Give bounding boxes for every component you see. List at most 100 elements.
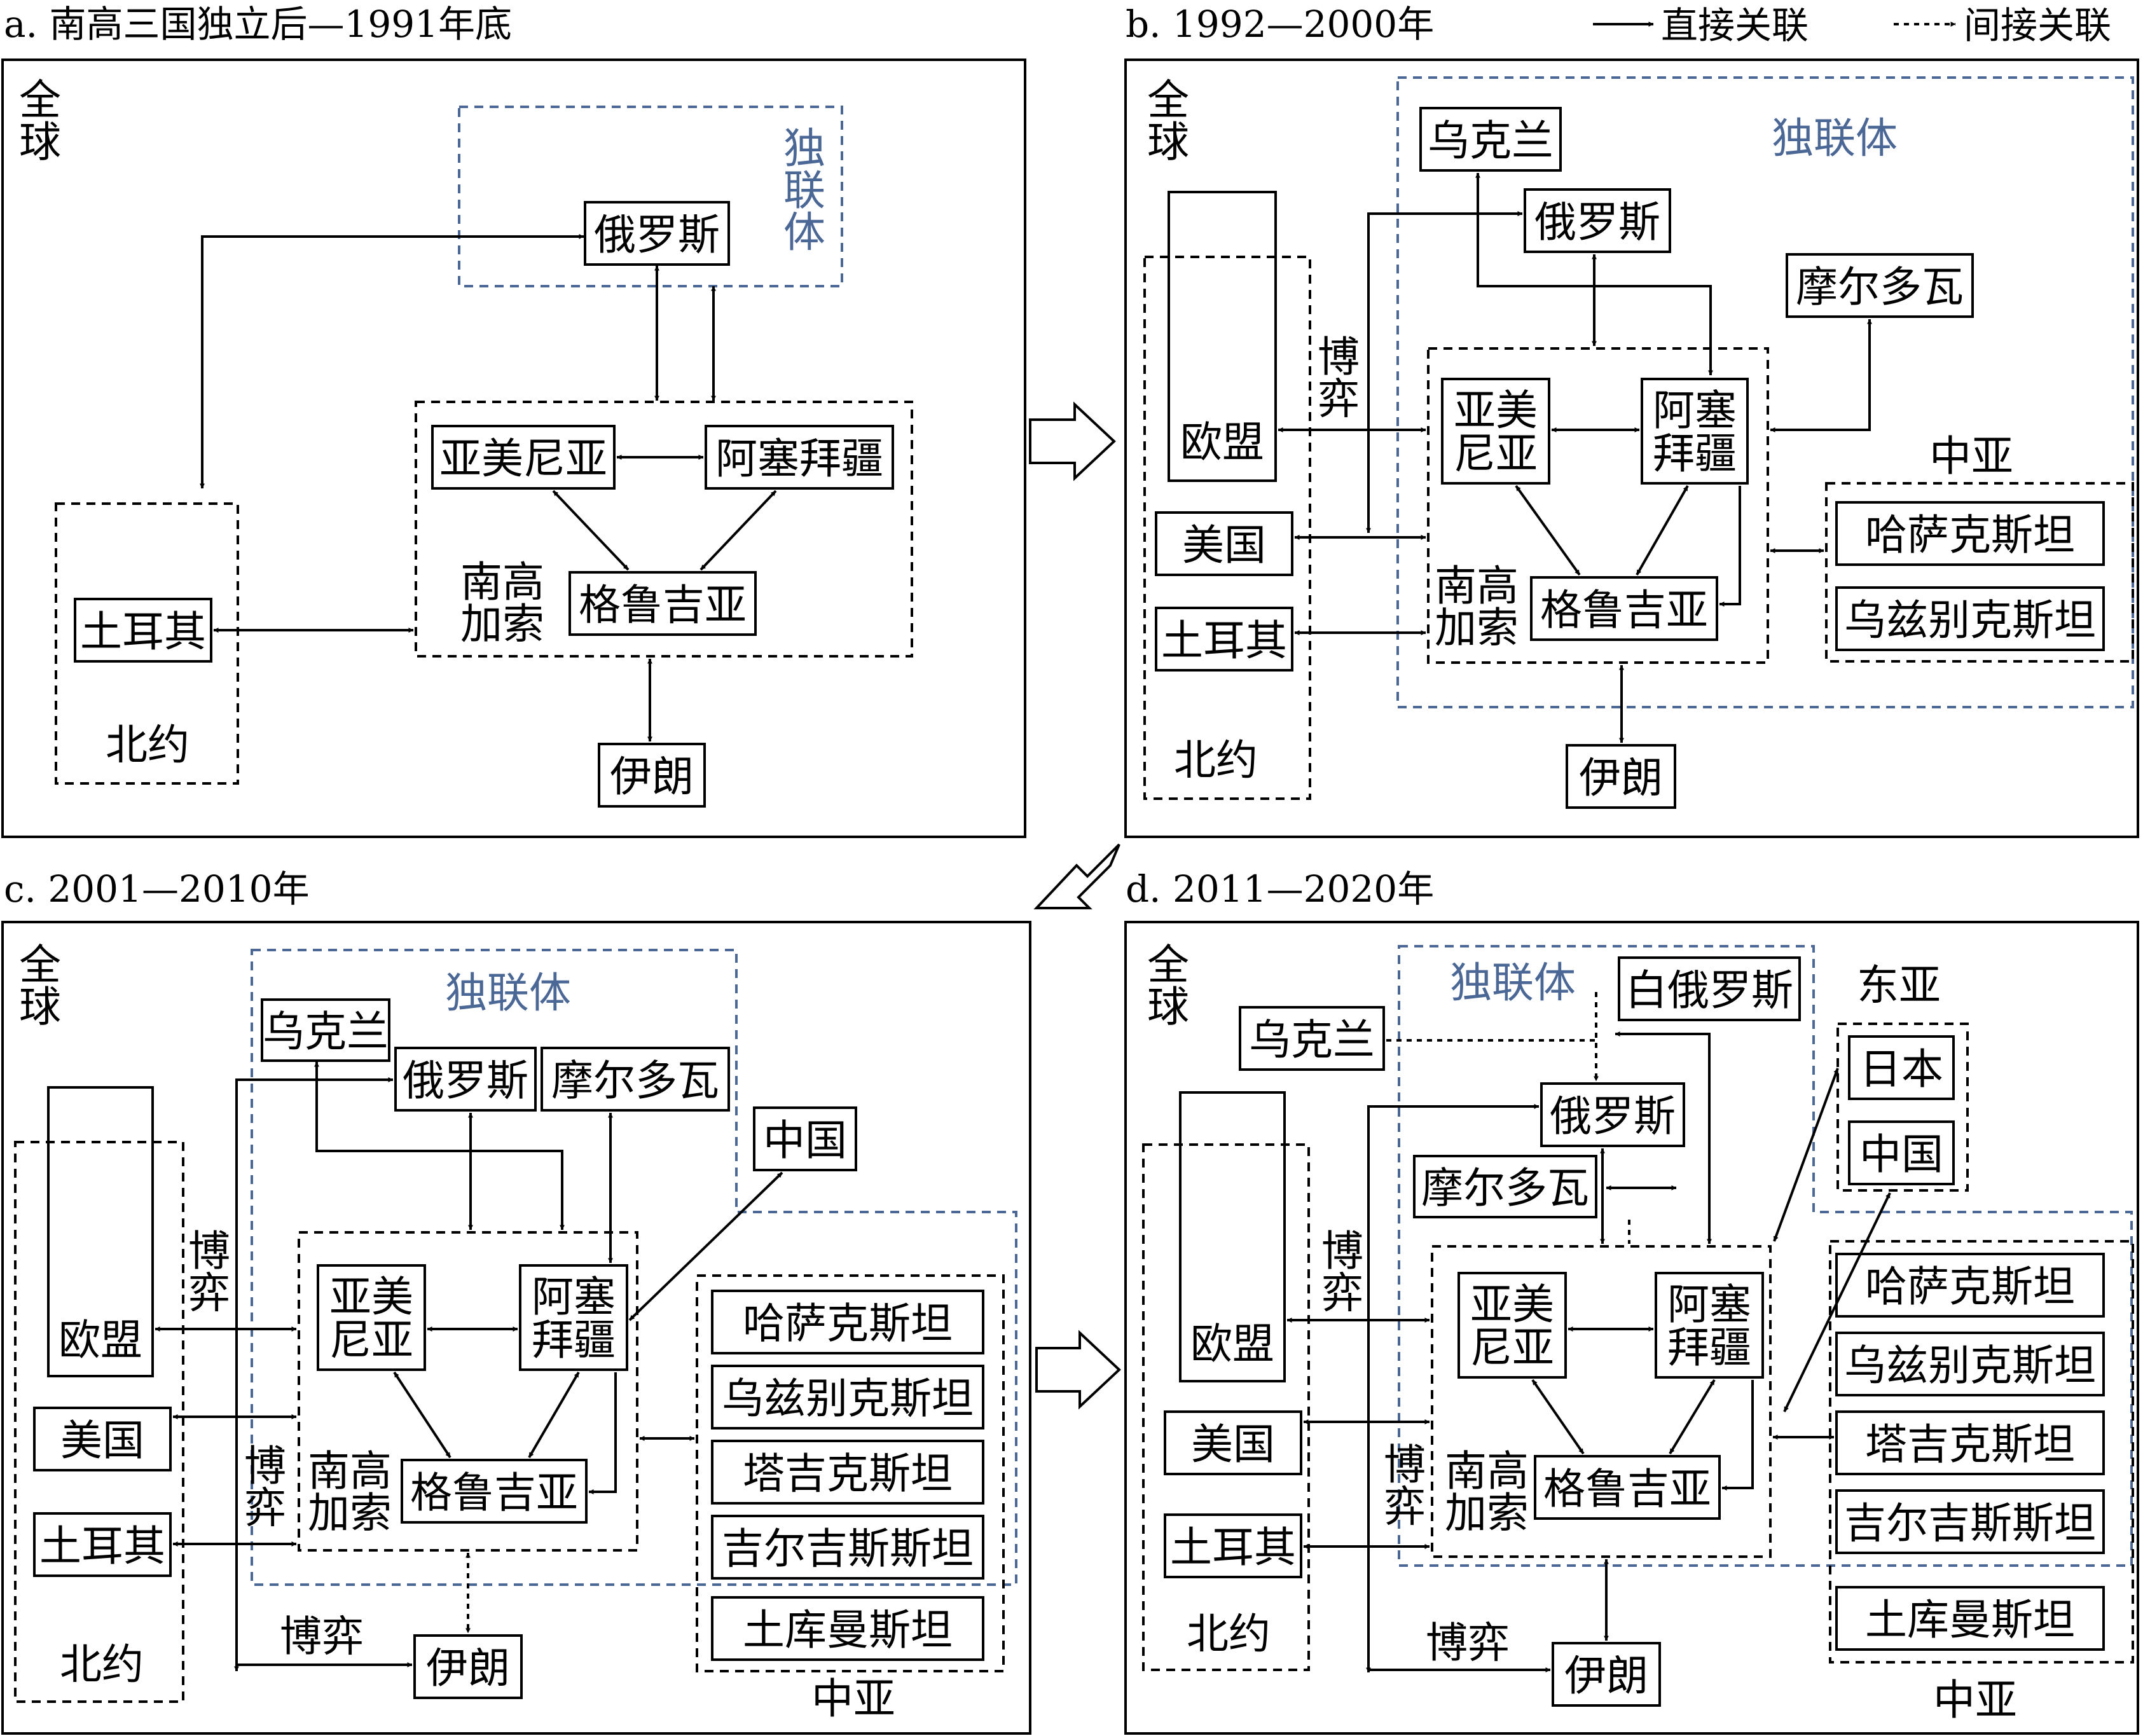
panel-b-moldova-box <box>1786 253 1974 318</box>
panel-c-global-2: 球 <box>19 982 61 1031</box>
panel-a-cis-label-1: 独 <box>783 124 825 173</box>
panel-a-relations <box>200 234 777 742</box>
panel-c-game1-2: 弈 <box>188 1269 230 1318</box>
panel-d-ea-label: 东亚 <box>1857 961 1941 1010</box>
panel-b-armenia-1: 亚美 <box>1454 386 1538 435</box>
panel-d-south-caucasus-group <box>1431 1245 1772 1558</box>
panel-d-game3: 博弈 <box>1426 1618 1510 1667</box>
panel-d-us-box <box>1164 1410 1302 1475</box>
panel-b-georgia: 格鲁吉亚 <box>1540 586 1708 635</box>
panel-d-link-aze-geo-side <box>1721 1380 1754 1491</box>
panel-a-sc-label-1: 南高 <box>460 558 544 607</box>
panel-a-georgia: 格鲁吉亚 <box>579 581 747 630</box>
panel-d-us: 美国 <box>1191 1420 1275 1469</box>
panel-a: a. 南高三国独立后—1991年底 全 球 独 联 体 北约 南高 加索 俄罗斯… <box>1 3 1026 838</box>
panel-c-kazakhstan-box <box>711 1290 984 1354</box>
panel-b-azerbaijan-2: 拜疆 <box>1653 429 1737 478</box>
panel-d-azerbaijan-1: 阿塞 <box>1667 1280 1751 1329</box>
panel-b-ukraine-box <box>1419 107 1562 172</box>
panel-d-japan: 日本 <box>1859 1045 1943 1094</box>
panel-c-ukraine-box <box>261 998 390 1062</box>
panel-c-kyrgyzstan: 吉尔吉斯斯坦 <box>722 1524 974 1573</box>
panel-c-turkey-box <box>33 1512 172 1577</box>
panel-c-link-aze-geo <box>528 1371 580 1459</box>
panel-b-link-arm-geo <box>1515 485 1581 576</box>
panel-b-global-2: 球 <box>1147 118 1189 167</box>
panel-b-us: 美国 <box>1182 521 1266 570</box>
panel-d-russia: 俄罗斯 <box>1550 1092 1676 1141</box>
panel-d-armenia-2: 尼亚 <box>1470 1323 1554 1372</box>
panel-a-georgia-box <box>568 571 757 636</box>
panel-c-uzbekistan-box <box>711 1365 984 1429</box>
panel-b-caption: b. 1992—2000年 <box>1126 3 1434 46</box>
panel-a-azerbaijan: 阿塞拜疆 <box>715 434 883 483</box>
panel-c-eu-box <box>47 1086 154 1377</box>
panel-a-iran-box <box>598 743 706 808</box>
panel-d-china: 中国 <box>1859 1130 1943 1179</box>
panel-b-uzbekistan: 乌兹别克斯坦 <box>1844 596 2096 645</box>
panel-c-turkmenistan: 土库曼斯坦 <box>743 1606 953 1655</box>
panel-a-turkey-box <box>74 598 212 663</box>
panel-d-japan-box <box>1848 1035 1955 1100</box>
panel-a-sc-label-2: 加索 <box>460 600 544 649</box>
panel-c-tajikistan: 塔吉克斯坦 <box>743 1449 953 1498</box>
panel-c-armenia-1: 亚美 <box>329 1272 413 1321</box>
flow-arrow-c-to-d <box>1035 1330 1121 1410</box>
panel-d-iran: 伊朗 <box>1564 1651 1648 1700</box>
panel-d-tajikistan-box <box>1835 1410 2105 1475</box>
panel-d-nato-group <box>1142 1143 1310 1671</box>
panel-c-game2-2: 弈 <box>244 1484 286 1533</box>
panel-a-link-aze-geo <box>699 490 777 571</box>
panel-c-nato-label: 北约 <box>60 1640 144 1689</box>
panel-d-turkey: 土耳其 <box>1170 1523 1296 1572</box>
panel-c-relations <box>155 1061 783 1672</box>
panel-d-link-russia-west <box>1366 1104 1540 1673</box>
panel-a-south-caucasus-group <box>415 401 913 658</box>
panel-a-russia: 俄罗斯 <box>594 210 720 259</box>
panel-c-moldova: 摩尔多瓦 <box>551 1056 719 1105</box>
panel-b-russia: 俄罗斯 <box>1534 198 1660 247</box>
panel-c-global-1: 全 <box>19 940 61 989</box>
panel-d-azerbaijan-2: 拜疆 <box>1667 1323 1751 1372</box>
panel-b-georgia-box <box>1530 576 1718 641</box>
legend-indirect-label: 间接关联 <box>1964 4 2111 47</box>
panel-b-uzbekistan-box <box>1835 586 2105 651</box>
panel-c-iran-box <box>413 1634 523 1699</box>
panel-b-nato-label: 北约 <box>1174 736 1258 785</box>
panel-d-frame <box>1124 921 2139 1735</box>
panel-d-central-asia-group <box>1829 1240 2134 1664</box>
panel-d-moldova: 摩尔多瓦 <box>1421 1164 1589 1213</box>
panel-c-russia: 俄罗斯 <box>403 1056 528 1105</box>
panel-b-kazakhstan: 哈萨克斯坦 <box>1865 511 2075 560</box>
panel-b-nato-group <box>1143 256 1311 800</box>
panel-b-link-aze-geo <box>1636 485 1689 575</box>
panel-c-tajikistan-box <box>711 1440 984 1505</box>
flow-arrow-b-to-c <box>1033 843 1120 909</box>
panel-a-link-russia-nato <box>200 234 584 489</box>
panel-c-link-russia-west <box>234 1077 394 1672</box>
panel-d-game2-2: 弈 <box>1384 1482 1426 1531</box>
panel-b-ca-label: 中亚 <box>1929 432 2013 481</box>
panel-d-iran-box <box>1552 1642 1661 1707</box>
panel-b-ukraine: 乌克兰 <box>1428 116 1554 165</box>
panel-a-global-1: 全 <box>19 76 61 125</box>
panel-a-iran: 伊朗 <box>610 752 694 801</box>
panel-d-link-belarus-aze <box>1615 1031 1712 1244</box>
panel-b-link-aze-geo-side <box>1719 486 1741 607</box>
panel-d-caption: d. 2011—2020年 <box>1126 867 1434 911</box>
panel-d-link-china-sc <box>1783 1192 1891 1412</box>
panel-c-game3: 博弈 <box>280 1612 364 1661</box>
panel-b-moldova: 摩尔多瓦 <box>1796 263 1964 312</box>
panel-d-belarus: 白俄罗斯 <box>1625 966 1793 1015</box>
panel-c-sc-label-2: 加索 <box>308 1489 392 1538</box>
panel-a-cis-label-3: 体 <box>783 208 825 257</box>
panel-d-sc-label-2: 加索 <box>1445 1489 1529 1538</box>
panel-b-armenia-2: 尼亚 <box>1454 429 1538 478</box>
panel-b-iran: 伊朗 <box>1579 754 1663 803</box>
panel-c-link-china-aze <box>628 1171 783 1321</box>
panel-a-caption: a. 南高三国独立后—1991年底 <box>4 3 512 46</box>
panel-c-game1-1: 博 <box>188 1227 230 1276</box>
panel-c-turkmenistan-box <box>711 1596 984 1661</box>
panel-c-azerbaijan-box <box>519 1264 628 1371</box>
panel-d-china-box <box>1848 1120 1955 1185</box>
